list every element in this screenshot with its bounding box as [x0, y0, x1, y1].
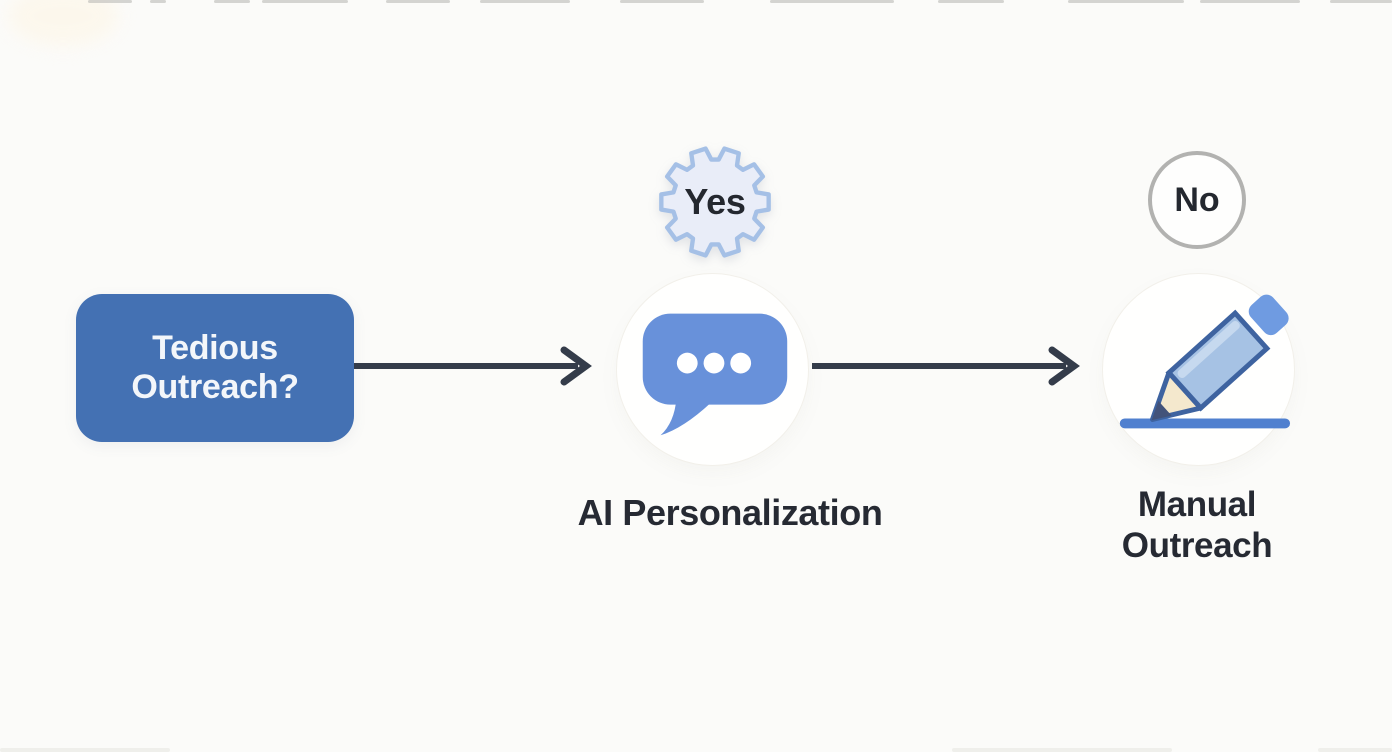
- arrow-ai-to-manual: [812, 346, 1080, 386]
- manual-outreach-label-line1: Manual: [1137, 485, 1257, 524]
- start-node-label-line2: Outreach?: [131, 368, 299, 406]
- no-badge-label: No: [1174, 180, 1220, 219]
- ai-personalization-node: [616, 273, 809, 466]
- manual-outreach-node: [1102, 273, 1295, 466]
- edge-artifact: [1200, 0, 1300, 3]
- start-node-tedious-outreach: Tedious Outreach?: [76, 294, 354, 442]
- manual-outreach-label: Manual Outreach: [1047, 484, 1347, 566]
- no-badge: No: [1148, 151, 1246, 249]
- start-node-label-line1: Tedious: [152, 329, 278, 367]
- edge-artifact: [1068, 0, 1184, 3]
- edge-artifact: [770, 0, 894, 3]
- chat-bubble-icon: [642, 313, 788, 436]
- edge-artifact: [620, 0, 704, 3]
- edge-artifact: [480, 0, 570, 3]
- edge-artifact: [0, 748, 170, 752]
- edge-artifact: [1318, 748, 1392, 752]
- edge-artifact: [214, 0, 250, 3]
- edge-artifact: [386, 0, 450, 3]
- yes-badge: Yes: [653, 140, 777, 264]
- pencil-icon: [1119, 294, 1291, 429]
- manual-outreach-label-line2: Outreach: [1121, 526, 1273, 565]
- edge-smudge: [8, 0, 118, 46]
- arrow-start-to-ai: [354, 346, 592, 386]
- edge-artifact: [150, 0, 166, 3]
- gear-icon: [659, 146, 771, 258]
- ai-personalization-label: AI Personalization: [577, 492, 883, 533]
- edge-artifact: [88, 0, 132, 3]
- edge-artifact: [938, 0, 1004, 3]
- edge-artifact: [952, 748, 1172, 752]
- yes-badge-label: Yes: [684, 181, 746, 222]
- edge-artifact: [262, 0, 348, 3]
- edge-artifact: [1330, 0, 1392, 3]
